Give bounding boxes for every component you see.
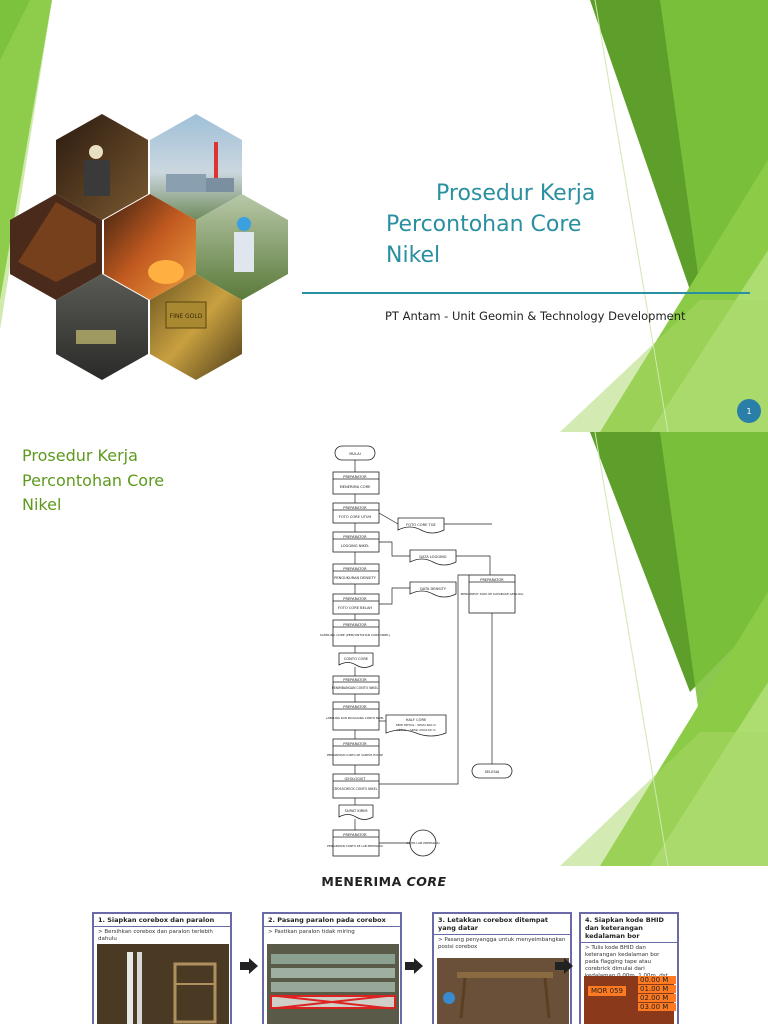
page-number-badge: 1 [737, 399, 761, 423]
title-divider [302, 292, 750, 294]
step-10-role: GEOLOGIST [345, 777, 367, 781]
step-card-3: 3. Letakkan corebox ditempat yang datar … [432, 912, 572, 1024]
corebox-paralon-photo [97, 944, 229, 1024]
step-4-text: PENGUKURAN DENSITY [334, 576, 376, 580]
slide2-title-line-1: Prosedur Kerja [22, 446, 138, 465]
title-line-2: Percontohan Core [386, 212, 582, 237]
depth-tag-3: 03.00 M [638, 1003, 676, 1011]
side-role: PREPARATOR [480, 578, 504, 582]
step-card-2-body: > Pastikan paralon tidak miring [268, 929, 355, 935]
flowchart-slide: Prosedur Kerja Percontohan Core Nikel [0, 432, 768, 866]
depth-tag-1: 01.00 M [638, 985, 676, 993]
step-1-role: PREPARATOR [343, 475, 367, 479]
slide1-background [0, 0, 768, 432]
half-core-label: HALF CORE [406, 718, 427, 722]
step-card-1: 1. Siapkan corebox dan paralon > Bersihk… [92, 912, 232, 1024]
slide2-title-line-2: Percontohan Core [22, 470, 165, 490]
step-4-role: PREPARATOR [343, 567, 367, 571]
side-text: MENGINPUT DATA KE DATABASE GEOLOGI [461, 592, 524, 596]
doc-conto-core: CONTO CORE [344, 657, 369, 661]
step-card-3-body: > Pasang penyangga untuk menyeimbangkan … [438, 937, 566, 950]
step-9-text: PENGIRIMAN CONTO KE SAMPLE HOUSE [327, 753, 383, 757]
warehouse-photo [56, 274, 148, 380]
step-7-text: PENIMBANGAN CONTO NIKEL [332, 686, 379, 690]
title-line-1: Prosedur Kerja [436, 181, 596, 206]
step-8-text: LABELING DAN PACKAGING CONTO NIKEL [326, 716, 384, 720]
step-card-1-body: > Bersihkan corebox dan paralon terlebih… [98, 929, 213, 942]
step-card-4-heading: 4. Siapkan kode BHID dan keterangan keda… [581, 914, 677, 943]
slide3-title-emphasis: CORE [406, 874, 447, 889]
step-card-4: 4. Siapkan kode BHID dan keterangan keda… [579, 912, 679, 1024]
corebox-table-photo [437, 958, 569, 1024]
step-card-2: 2. Pasang paralon pada corebox > Pastika… [262, 912, 402, 1024]
slide3-title-prefix: MENERIMA [321, 874, 407, 889]
step-2-role: PREPARATOR [343, 506, 367, 510]
half-core-note-2: DETAIL : SPASI 200/100 m [397, 728, 436, 732]
end-label: SELESAI [485, 770, 500, 774]
step-9-role: PREPARATOR [343, 742, 367, 746]
step-3-text: LOGGING NIKEL [341, 544, 369, 548]
step-card-1-heading: 1. Siapkan corebox dan paralon [94, 914, 230, 927]
depth-tags: 00.00 M 01.00 M 02.00 M 03.00 M [638, 976, 676, 1011]
doc-data-density: DATA DENSITY [420, 587, 447, 591]
step-6-text: SAMPLING CORE (PERCONTOHAN CORE NIKEL) [320, 633, 390, 637]
slide2-title: Prosedur Kerja Percontohan Core Nikel [22, 444, 222, 518]
doc-foto-core: FOTO CORE TGE [406, 523, 436, 527]
slide1-subtitle: PT Antam - Unit Geomin & Technology Deve… [385, 309, 686, 323]
step-11-role: PREPARATOR [343, 833, 367, 837]
slide1-title: Prosedur Kerja Percontohan Core Nikel [386, 178, 686, 271]
step-2-text: FOTO CORE UTUH [339, 515, 372, 519]
start-label: MULAI [349, 452, 360, 456]
receive-core-slide: MENERIMA CORE 1. Siapkan corebox dan par… [0, 866, 768, 1024]
depth-tag-2: 02.00 M [638, 994, 676, 1002]
step-11-text: PENGIRIMAN CONTO KE LAB PREPARASI [327, 844, 383, 848]
document-shapes [338, 517, 457, 820]
plant-photo [150, 114, 242, 220]
connector-label: IN JTR LAB PREPARASI [407, 841, 440, 845]
step-7-role: PREPARATOR [343, 678, 367, 682]
depth-tag-0: 00.00 M [638, 976, 676, 984]
step-5-text: FOTO CORE BELAH [338, 606, 373, 610]
arrow-right-icon [555, 958, 573, 974]
paralon-corebox-photo [267, 944, 399, 1024]
step-card-2-heading: 2. Pasang paralon pada corebox [264, 914, 400, 927]
doc-data-logging: DATA LOGGING [419, 555, 446, 559]
step-8-role: PREPARATOR [343, 705, 367, 709]
step-10-text: CROSSCHECK CONTO NIKEL [333, 787, 378, 791]
step-5-role: PREPARATOR [343, 597, 367, 601]
flowchart-connectors [354, 460, 493, 844]
doc-surat-kirim: SURAT KIRIM [345, 809, 368, 813]
title-slide: FINE GOLD Prosedur Kerja Percontohan Cor… [0, 0, 768, 432]
process-boxes [332, 471, 380, 857]
arrow-right-icon [240, 958, 258, 974]
arrow-right-icon [405, 958, 423, 974]
flowchart: MULAI PREPARATOR MENERIMA CORE PREPARATO… [320, 445, 524, 857]
step-card-3-heading: 3. Letakkan corebox ditempat yang datar [434, 914, 570, 935]
bhid-tag: MOR 059 [588, 986, 626, 996]
slide2-title-line-3: Nikel [22, 495, 62, 514]
gold-bar-label: FINE GOLD [170, 313, 203, 320]
flagging-tape-photo: MOR 059 00.00 M 01.00 M 02.00 M 03.00 M [584, 976, 676, 1024]
slide2-background [560, 432, 768, 866]
step-1-text: MENERIMA CORE [340, 485, 371, 489]
half-core-note-1: SEMI DETAIL : SPASI 600 m [396, 723, 437, 727]
hexagon-photo-collage: FINE GOLD [10, 114, 288, 380]
slide3-title: MENERIMA CORE [0, 874, 768, 889]
step-6-role: PREPARATOR [343, 623, 367, 627]
step-3-role: PREPARATOR [343, 535, 367, 539]
title-line-3: Nikel [386, 243, 441, 268]
half-core-document [385, 714, 447, 737]
